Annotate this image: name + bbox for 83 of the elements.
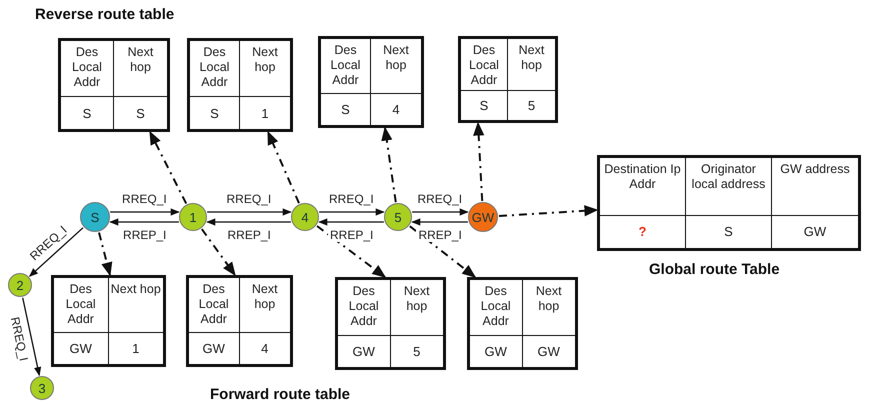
arrow bbox=[411, 218, 468, 226]
route-table bbox=[467, 277, 578, 370]
data-cell: S bbox=[461, 90, 508, 120]
header-cell: Des Local Addr bbox=[321, 39, 371, 94]
data-cell-text: 5 bbox=[412, 342, 422, 361]
router-node: 1 bbox=[179, 203, 207, 231]
arrow bbox=[319, 208, 385, 216]
data-cell-text: S bbox=[135, 104, 146, 123]
section-heading: Forward route table bbox=[210, 386, 350, 403]
arrow bbox=[206, 218, 291, 226]
edge-label: RREQ_I bbox=[224, 192, 274, 206]
data-cell: GW bbox=[189, 333, 240, 364]
arrow bbox=[109, 218, 179, 226]
dash-dot-arrow bbox=[149, 130, 188, 204]
arrow bbox=[318, 218, 384, 226]
router-node: 2 bbox=[8, 273, 32, 297]
router-node: 3 bbox=[30, 376, 54, 400]
header-cell: Des Local Addr bbox=[338, 280, 390, 336]
dash-dot-arrow bbox=[409, 225, 476, 278]
section-heading: Reverse route table bbox=[35, 6, 174, 23]
data-cell: GW bbox=[338, 336, 390, 367]
router-node: S bbox=[80, 202, 110, 232]
header-cell: Next hop bbox=[390, 280, 443, 336]
router-node: 4 bbox=[291, 203, 319, 231]
edge-label: RREP_I bbox=[416, 228, 464, 242]
dash-dot-arrow bbox=[381, 126, 397, 202]
route-table bbox=[318, 36, 424, 128]
route-table bbox=[186, 275, 293, 367]
header-cell: Des Local Addr bbox=[461, 39, 508, 91]
arrow bbox=[412, 208, 469, 216]
data-cell-text: 5 bbox=[526, 96, 536, 115]
header-cell: Next hop bbox=[114, 41, 167, 98]
arrow bbox=[28, 227, 84, 277]
dash-dot-arrow bbox=[98, 232, 112, 276]
data-cell-text: 4 bbox=[260, 340, 270, 358]
dash-dot-arrow bbox=[498, 205, 598, 217]
arrow bbox=[110, 208, 180, 216]
data-cell-text: 1 bbox=[260, 104, 270, 123]
header-cell: Destination Ip Addr bbox=[600, 158, 686, 216]
header-cell: Des Local Addr bbox=[189, 278, 240, 334]
dash-dot-arrow bbox=[316, 225, 386, 278]
data-cell-text: GW bbox=[802, 223, 828, 242]
data-cell-text: 4 bbox=[391, 101, 401, 119]
arrow bbox=[207, 208, 292, 216]
header-cell: Next hop bbox=[371, 39, 421, 94]
dash-dot-arrow bbox=[200, 228, 236, 276]
header-cell: Next hop bbox=[108, 278, 163, 334]
data-cell: GW bbox=[470, 336, 522, 367]
route-table bbox=[335, 277, 446, 370]
table-caption: Global route Table bbox=[649, 261, 780, 278]
dash-dot-arrow bbox=[267, 130, 300, 204]
edge-label: RREP_I bbox=[226, 228, 273, 242]
data-cell: S bbox=[321, 94, 371, 125]
data-cell: GW bbox=[54, 333, 108, 364]
router-node: 5 bbox=[384, 203, 412, 231]
data-cell: S bbox=[61, 97, 114, 129]
edge-label: RREQ_I bbox=[327, 192, 376, 206]
route-table bbox=[58, 38, 170, 132]
header-cell: Originator local address bbox=[686, 158, 772, 216]
header-cell: Next hop bbox=[240, 41, 290, 98]
header-cell: Next hop bbox=[508, 39, 555, 91]
edge-label: RREP_I bbox=[121, 228, 168, 242]
data-cell: S bbox=[686, 216, 772, 248]
header-cell: GW address bbox=[772, 158, 858, 216]
data-cell: S bbox=[190, 97, 240, 129]
edge-label: RREQ_I bbox=[120, 192, 169, 206]
route-table bbox=[458, 36, 558, 123]
data-cell: ? bbox=[600, 216, 686, 248]
edge-label: RREP_I bbox=[328, 228, 376, 242]
route-table bbox=[187, 38, 293, 132]
route-table bbox=[51, 275, 166, 367]
header-cell: Next hop bbox=[522, 280, 575, 336]
header-cell: Next hop bbox=[240, 278, 290, 334]
header-cell: Des Local Addr bbox=[54, 278, 108, 334]
arrow bbox=[22, 298, 42, 376]
data-cell-text: GW bbox=[536, 342, 561, 361]
header-cell: Des Local Addr bbox=[470, 280, 522, 336]
header-cell: Des Local Addr bbox=[190, 41, 240, 98]
dash-dot-arrow bbox=[473, 122, 484, 202]
router-node: GW bbox=[468, 202, 498, 232]
header-cell: Des Local Addr bbox=[61, 41, 114, 98]
data-cell-text: 1 bbox=[131, 340, 140, 358]
route-table bbox=[597, 155, 861, 251]
